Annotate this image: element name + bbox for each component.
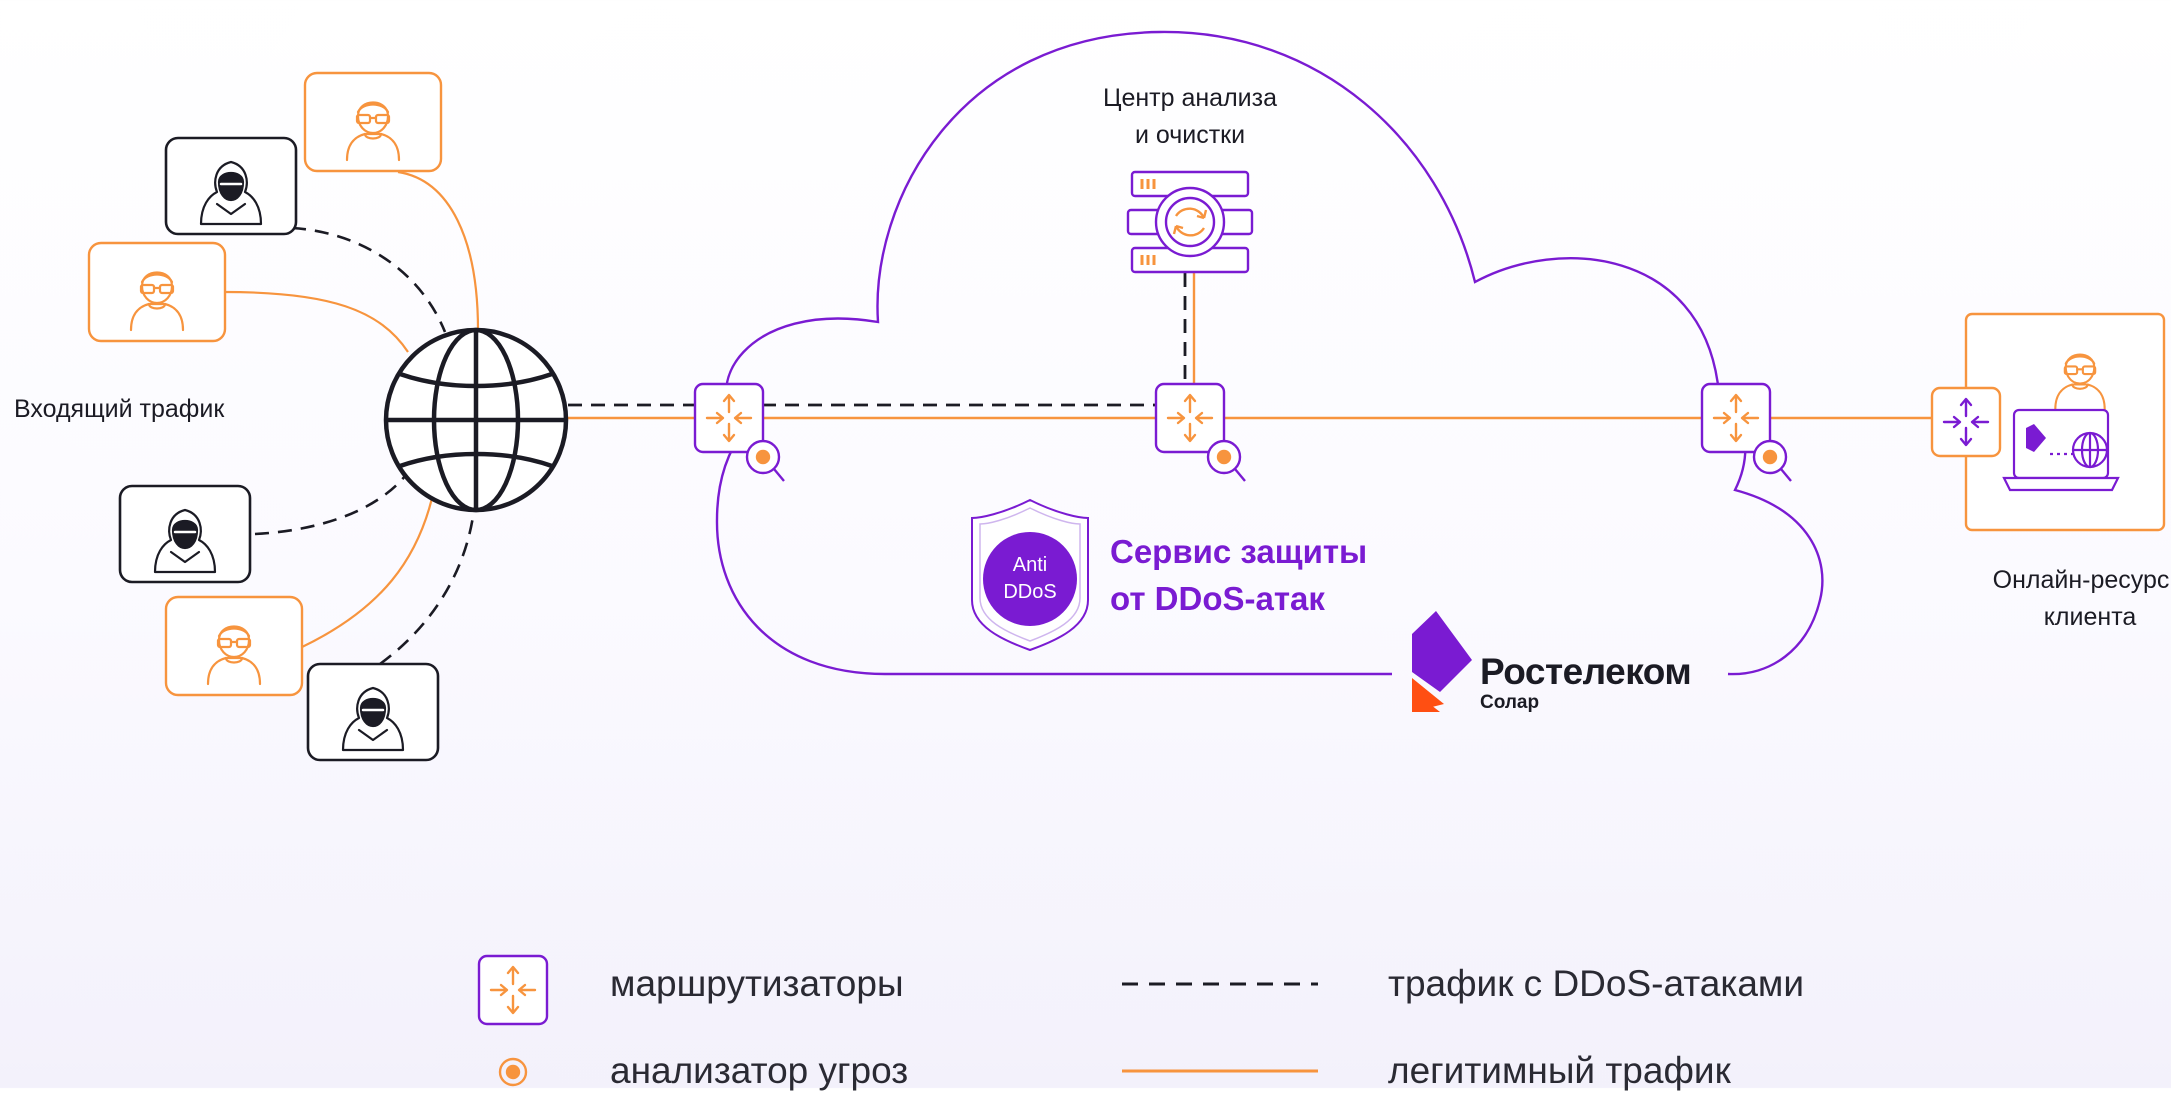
anti-line2: DDoS	[1003, 581, 1057, 603]
online-line1: Онлайн-ресурсы	[1992, 566, 2171, 594]
cloud-outline	[715, 30, 1824, 676]
router-icon	[693, 382, 765, 454]
incoming-legit-lines	[224, 170, 480, 649]
service-line2: от DDoS-атак	[1110, 580, 1325, 617]
router-icon	[1930, 386, 2002, 458]
legend-analyzer-icon	[498, 1057, 528, 1087]
main-ddos-line	[568, 273, 1187, 407]
hacker-icon	[164, 136, 298, 236]
main-legit-line	[568, 270, 1935, 420]
incoming-traffic-label: Входящий трафик	[14, 395, 225, 423]
anti-line1: Anti	[1012, 554, 1048, 576]
user-icon	[303, 71, 443, 173]
service-line1: Сервис защиты	[1110, 533, 1368, 570]
user-icon	[164, 595, 304, 697]
router-icon	[1700, 382, 1772, 454]
hacker-icon	[306, 662, 440, 762]
legend-routers-label: маршрутизаторы	[610, 963, 904, 1004]
legend-ddos-label: трафик с DDoS-атаками	[1388, 963, 1805, 1004]
brand-sub: Солар	[1480, 692, 1540, 713]
user-icon	[87, 241, 227, 343]
laptop-icon	[2002, 408, 2120, 492]
server-icon	[1126, 170, 1254, 274]
online-line2: клиента	[2043, 603, 2137, 631]
center-title: Центр анализа и очистки	[1040, 80, 1340, 154]
online-resources-label: Онлайн-ресурсы клиента	[1940, 562, 2171, 636]
legend-router-icon	[477, 954, 549, 1026]
router-icon	[1154, 382, 1226, 454]
legend-legit-label: легитимный трафик	[1388, 1050, 1731, 1091]
threat-analyzer-icon	[745, 439, 785, 482]
legend-analyzer-label: анализатор угроз	[610, 1050, 909, 1091]
hacker-icon	[118, 484, 252, 584]
anti-ddos-badge: Anti DDoS	[983, 532, 1077, 626]
center-title-line1: Центр анализа	[1102, 84, 1278, 112]
brand-name: Ростелеком	[1480, 651, 1692, 692]
logo-icon	[1412, 611, 1472, 712]
threat-analyzer-icon	[1752, 439, 1792, 482]
threat-analyzer-icon	[1206, 439, 1246, 482]
center-title-line2: и очистки	[1134, 121, 1246, 149]
globe-icon	[383, 327, 569, 513]
service-title: Сервис защиты от DDoS-атак	[1110, 528, 1367, 622]
